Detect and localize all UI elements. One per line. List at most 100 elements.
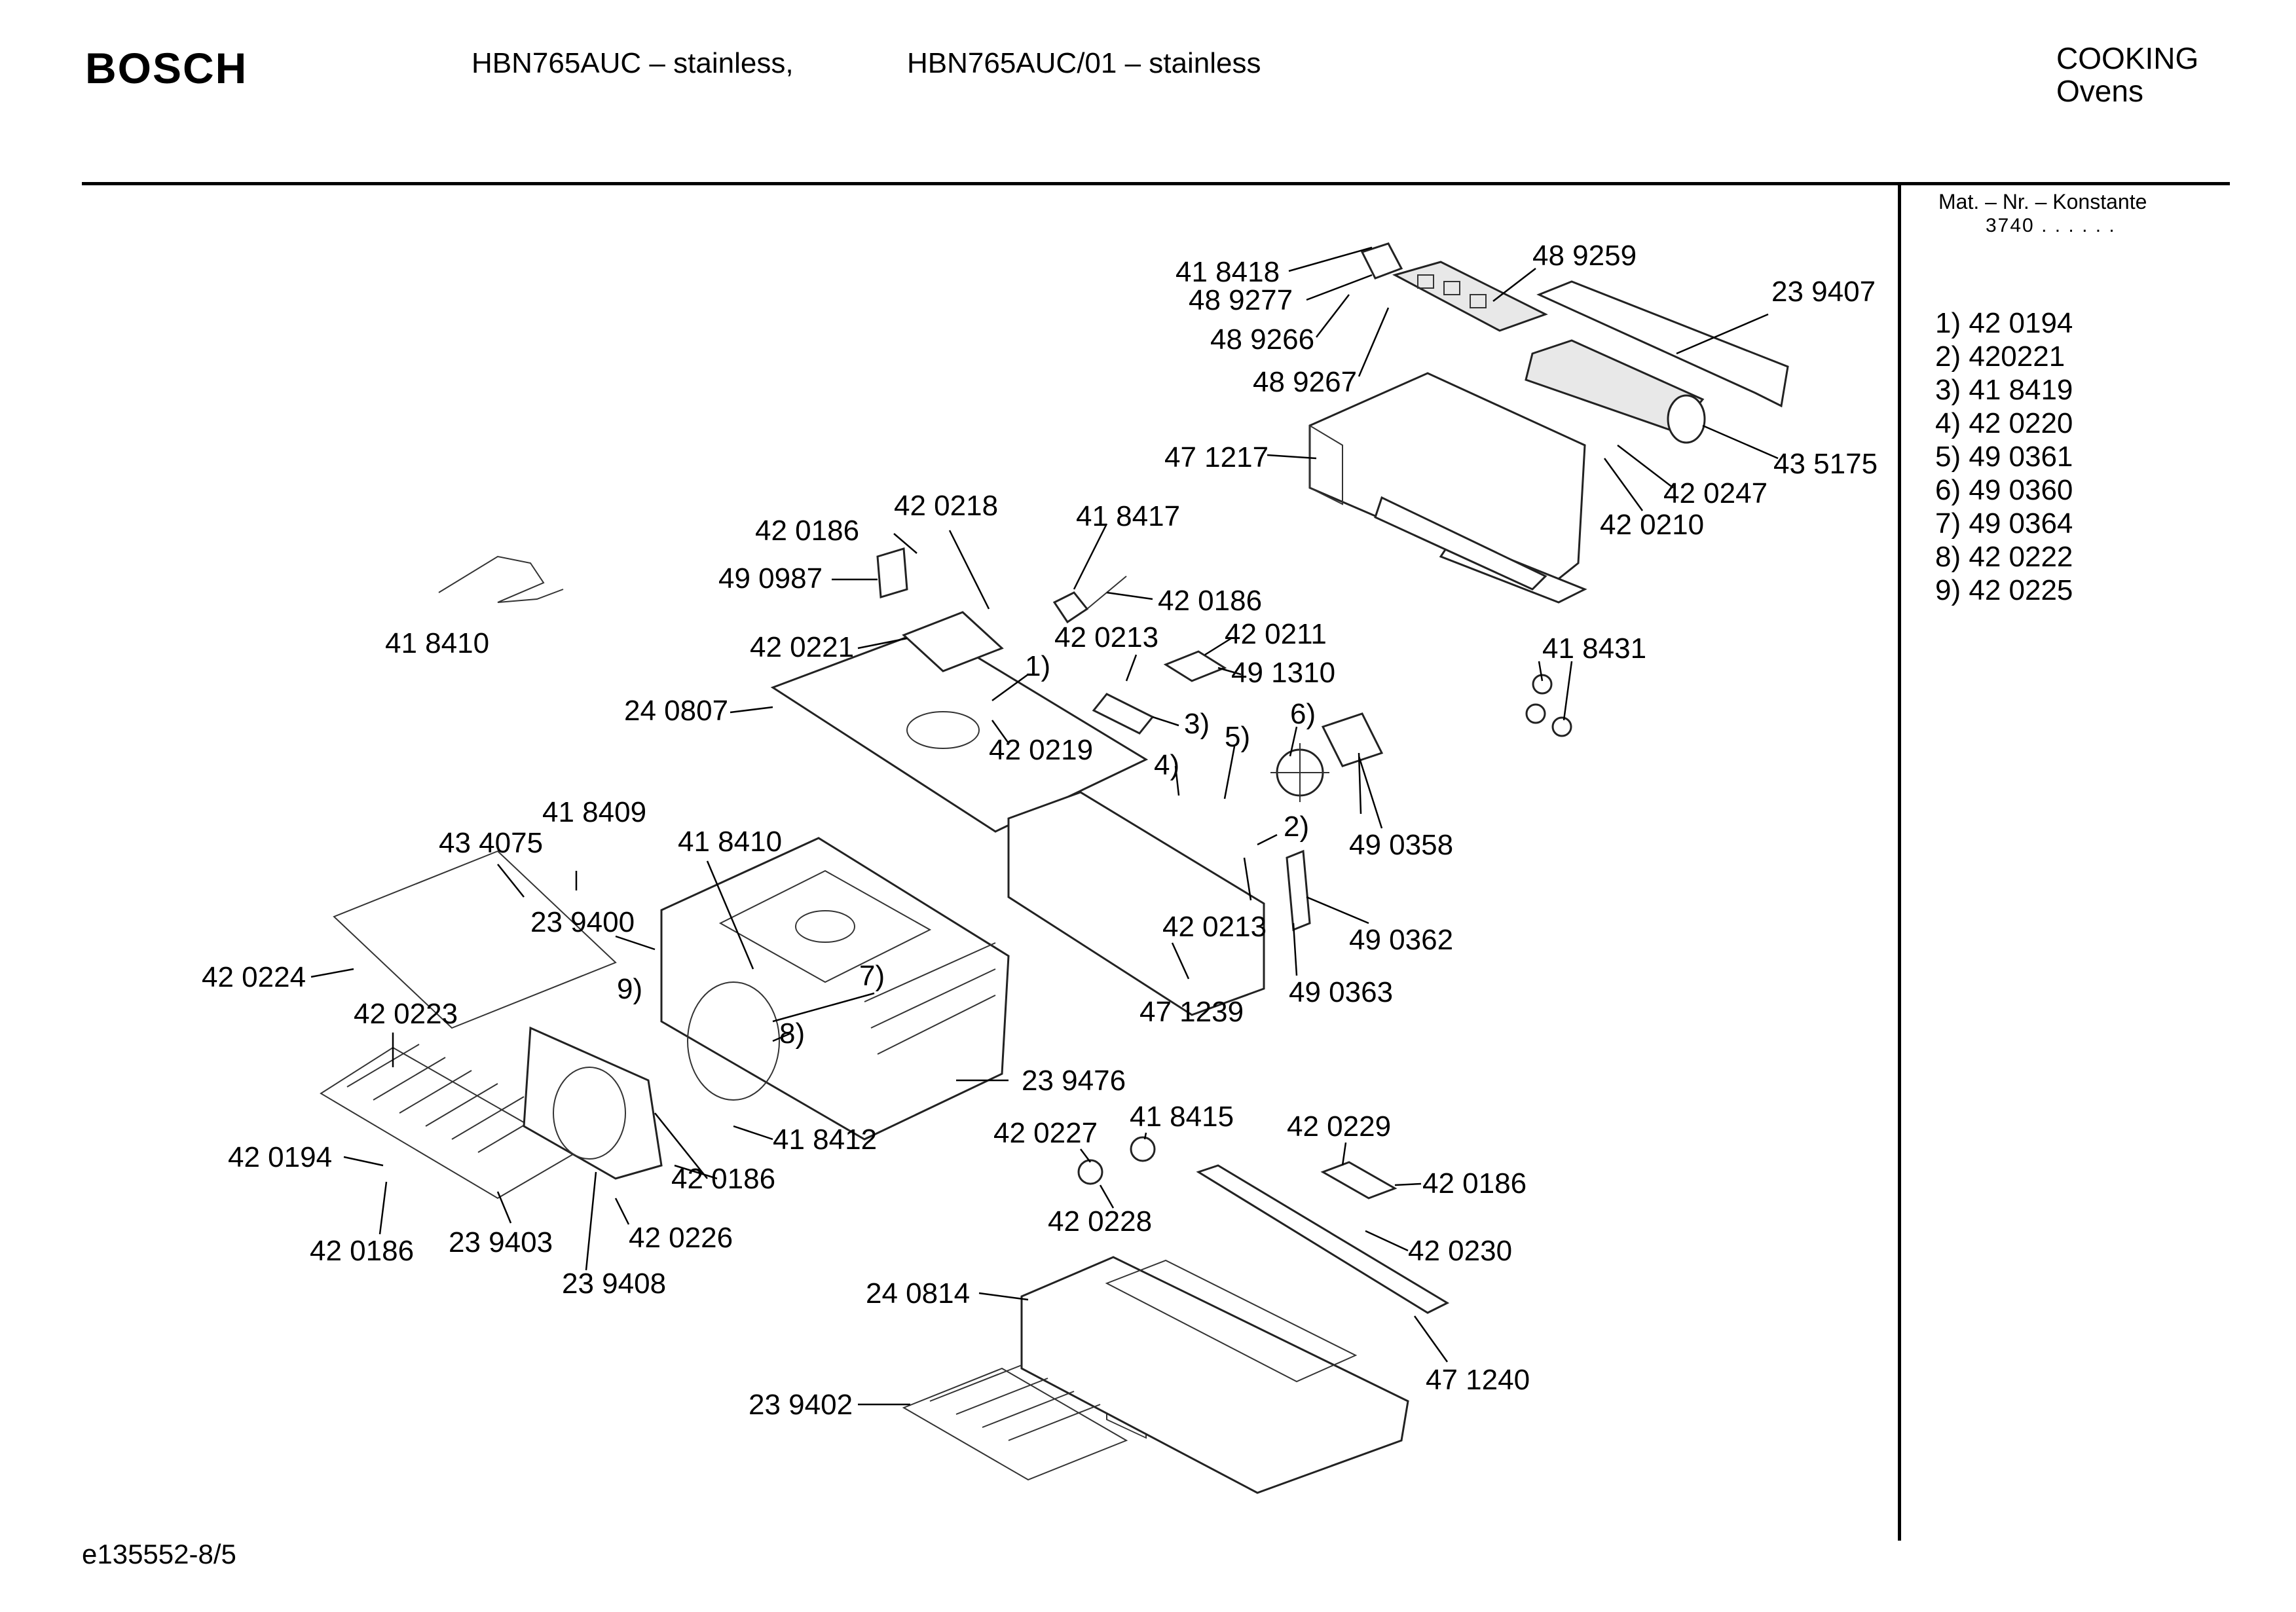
part-label: 41 8409 bbox=[542, 796, 646, 828]
part-label: 41 8431 bbox=[1542, 632, 1646, 665]
part-label: 49 0362 bbox=[1349, 924, 1453, 956]
part-label: 24 0814 bbox=[866, 1277, 970, 1310]
part-label: 7) bbox=[859, 960, 885, 992]
sensor-rod bbox=[438, 555, 564, 603]
part-label: 9) bbox=[617, 973, 642, 1005]
mat-nr-value: 3740 . . . . . . bbox=[1986, 215, 2116, 236]
terminal-block bbox=[1163, 650, 1227, 682]
part-label: 42 0186 bbox=[1422, 1167, 1527, 1200]
part-label: 1) bbox=[1025, 650, 1050, 682]
part-label: 42 0186 bbox=[755, 515, 859, 547]
subcategory-label: Ovens bbox=[2056, 74, 2143, 108]
part-label: 48 9266 bbox=[1210, 323, 1314, 356]
part-label: 42 0213 bbox=[1054, 621, 1158, 653]
part-label: 42 0223 bbox=[354, 998, 458, 1030]
thermostat-knobs bbox=[1077, 1136, 1156, 1185]
part-label: 6) bbox=[1290, 698, 1316, 730]
part-label: 42 0218 bbox=[894, 490, 998, 522]
part-label: 42 0186 bbox=[1158, 585, 1262, 617]
small-plate bbox=[1092, 693, 1155, 735]
part-label: 24 0807 bbox=[624, 695, 728, 727]
part-label: 41 8418 bbox=[1176, 256, 1280, 288]
part-label: 41 8410 bbox=[678, 826, 782, 858]
brand-logo: BOSCH bbox=[85, 44, 248, 92]
part-label: 2) bbox=[1284, 811, 1309, 843]
electronic-board bbox=[1392, 261, 1548, 332]
part-label: 49 0987 bbox=[718, 562, 823, 595]
part-label: 42 0210 bbox=[1600, 509, 1704, 541]
part-label: 43 5175 bbox=[1773, 448, 1878, 480]
model-title-2: HBN765AUC/01 – stainless bbox=[907, 47, 1261, 79]
part-label: 42 0224 bbox=[202, 961, 306, 993]
legend-item: 4) 42 0220 bbox=[1935, 407, 2073, 439]
legend-item: 3) 41 8419 bbox=[1935, 374, 2073, 406]
part-label: 48 9277 bbox=[1189, 284, 1293, 316]
part-label: 47 1239 bbox=[1139, 996, 1244, 1028]
top-heating-element bbox=[333, 850, 617, 1029]
part-label: 48 9259 bbox=[1532, 240, 1637, 272]
fan-bracket-bar bbox=[1536, 280, 1789, 408]
top-plate bbox=[770, 627, 1149, 833]
part-label: 4) bbox=[1154, 749, 1179, 781]
part-label: 48 9267 bbox=[1253, 366, 1357, 398]
part-label: 41 8415 bbox=[1130, 1101, 1234, 1133]
part-label: 42 0230 bbox=[1408, 1235, 1512, 1267]
part-label: 42 0227 bbox=[993, 1117, 1098, 1149]
leader-lines bbox=[310, 246, 1779, 1406]
tangential-fan bbox=[1525, 339, 1706, 444]
bake-element bbox=[902, 1365, 1128, 1481]
convection-motor bbox=[1321, 712, 1384, 767]
bottom-frame-bar bbox=[1196, 1164, 1450, 1314]
part-label: 42 0228 bbox=[1048, 1205, 1152, 1237]
part-label: 8) bbox=[779, 1017, 805, 1050]
document-code: e135552-8/5 bbox=[82, 1539, 236, 1569]
convection-ring-element bbox=[687, 981, 780, 1101]
part-label: 49 0363 bbox=[1289, 976, 1393, 1008]
part-label: 42 0194 bbox=[228, 1141, 332, 1173]
part-label: 42 0186 bbox=[310, 1235, 414, 1267]
part-label: 5) bbox=[1225, 721, 1250, 753]
legend-item: 5) 49 0361 bbox=[1935, 441, 2073, 473]
legend-item: 7) 49 0364 bbox=[1935, 507, 2073, 540]
relay-block bbox=[1360, 242, 1403, 280]
part-label: 42 0186 bbox=[671, 1163, 775, 1195]
part-label: 42 0213 bbox=[1162, 911, 1267, 943]
part-label: 43 4075 bbox=[439, 827, 543, 859]
mat-nr-label: Mat. – Nr. – Konstante bbox=[1938, 190, 2147, 213]
part-label: 23 9407 bbox=[1771, 276, 1876, 308]
part-label: 41 8412 bbox=[773, 1124, 877, 1156]
category-label: COOKING bbox=[2056, 41, 2199, 75]
part-label: 49 1310 bbox=[1231, 657, 1335, 689]
legend-item: 8) 42 0222 bbox=[1935, 541, 2073, 573]
part-label: 47 1217 bbox=[1164, 441, 1268, 473]
header-divider bbox=[82, 182, 2230, 185]
fan-cover bbox=[523, 1026, 663, 1180]
controller-box bbox=[876, 547, 1004, 672]
door-lock-bracket bbox=[1052, 576, 1127, 624]
footnote-legend: 1) 42 0194 2) 420221 3) 41 8419 4) 42 02… bbox=[1935, 306, 2073, 607]
part-label: 42 0226 bbox=[629, 1222, 733, 1254]
legend-item: 1) 42 0194 bbox=[1935, 307, 2073, 339]
legend-item: 9) 42 0225 bbox=[1935, 574, 2073, 606]
cooling-duct-assembly bbox=[1308, 372, 1587, 604]
part-label: 23 9400 bbox=[530, 906, 635, 938]
sidebar-divider bbox=[1898, 185, 1901, 1541]
part-label: 42 0219 bbox=[989, 734, 1093, 766]
legend-item: 6) 49 0360 bbox=[1935, 474, 2073, 506]
oven-cavity bbox=[660, 837, 1010, 1141]
bottom-bracket bbox=[1320, 1161, 1398, 1200]
part-label: 42 0229 bbox=[1287, 1110, 1391, 1143]
knobs bbox=[1525, 674, 1572, 737]
part-label: 49 0358 bbox=[1349, 829, 1453, 861]
part-label: 42 0211 bbox=[1225, 618, 1327, 650]
part-label: 23 9476 bbox=[1022, 1065, 1126, 1097]
part-label: 41 8417 bbox=[1076, 500, 1180, 532]
part-label: 23 9408 bbox=[562, 1268, 666, 1300]
part-label: 23 9402 bbox=[749, 1389, 853, 1421]
part-label: 41 8410 bbox=[385, 627, 489, 659]
legend-item: 2) 420221 bbox=[1935, 340, 2065, 373]
part-label: 23 9403 bbox=[449, 1226, 553, 1258]
model-title-1: HBN765AUC – stainless, bbox=[472, 47, 794, 79]
part-labels: 41 8418 48 9277 48 9266 48 9267 48 9259 … bbox=[202, 240, 1878, 1421]
